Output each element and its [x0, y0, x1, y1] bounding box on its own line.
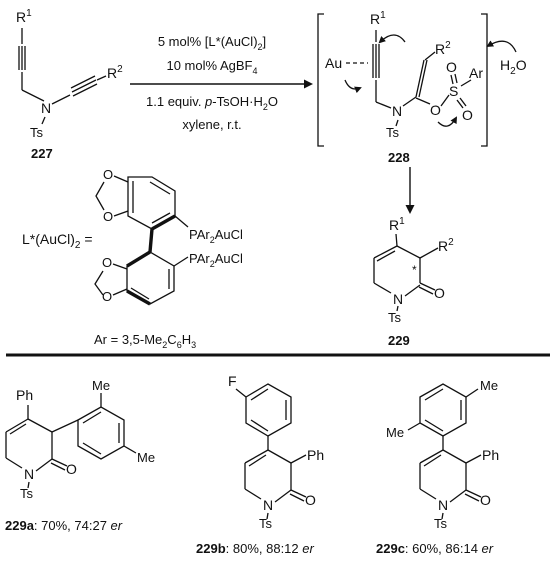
- ex-c-aryl-ring: [419, 383, 467, 437]
- example-229c: Me Me N Ph O Ts 229c: 60%, 86:14 er: [376, 378, 499, 556]
- int-sulfur: S: [449, 83, 458, 99]
- water-molecule: H2O: [500, 57, 527, 77]
- int-ts: Ts: [386, 125, 400, 140]
- prod-r2-label: R2: [438, 237, 454, 254]
- curved-arrow-sulfonyl: [437, 116, 457, 127]
- compound-label-229: 229: [388, 333, 410, 348]
- ligand-o4: O: [102, 289, 112, 304]
- ex-b-nitrogen: N: [263, 497, 273, 513]
- ex-c-result: 229c: 60%, 86:14 er: [376, 541, 494, 556]
- reaction-conditions: 5 mol% [L*(AuCl)2] 10 mol% AgBF4 1.1 equ…: [130, 34, 313, 132]
- gold-atom: Au: [325, 55, 342, 71]
- ligand-p-bottom: PAr2AuCl: [189, 251, 243, 269]
- example-229a: Ph N O Ts Me Me 229a: 70%, 74:27 er: [5, 378, 155, 533]
- int-ester-oxygen: O: [430, 102, 441, 118]
- int-r1-label: R1: [370, 10, 386, 27]
- stereocenter-star: *: [412, 263, 417, 277]
- prod-r1-label: R1: [389, 216, 405, 233]
- curved-arrow-gold: [344, 79, 362, 94]
- condition-catalyst: 5 mol% [L*(AuCl)2]: [158, 34, 266, 52]
- product-229: R1 N * R2 O Ts 229: [373, 216, 454, 348]
- ex-b-ts: Ts: [259, 516, 273, 531]
- intermediate-228: Au R1 N R2 O S O O Ar Ts H2O 228: [317, 10, 527, 165]
- compound-label-228: 228: [388, 150, 410, 165]
- ex-c-ts: Ts: [434, 516, 448, 531]
- ex-a-result: 229a: 70%, 74:27 er: [5, 518, 123, 533]
- ligand-o2: O: [103, 209, 113, 224]
- ex-a-oxygen: O: [66, 461, 77, 477]
- ex-b-aryl-ring: [245, 383, 292, 437]
- prod-carbonyl-oxygen: O: [434, 285, 445, 301]
- ex-b-phenyl: Ph: [307, 447, 324, 463]
- curved-arrow-alkyne: [378, 34, 406, 44]
- ligand-o3: O: [102, 255, 112, 270]
- curved-arrow-water: [486, 40, 517, 53]
- ex-b-result: 229b: 80%, 88:12 er: [196, 541, 314, 556]
- example-229b: F N Ph O Ts 229b: 80%, 88:12 er: [196, 373, 324, 556]
- ex-c-methyl-left: Me: [386, 425, 404, 440]
- condition-silver: 10 mol% AgBF4: [166, 58, 257, 76]
- prod-nitrogen: N: [393, 291, 403, 307]
- sm-r1-label: R1: [16, 8, 32, 25]
- prod-ts: Ts: [388, 310, 402, 325]
- ex-b-fluorine: F: [228, 373, 237, 389]
- ex-b-oxygen: O: [305, 492, 316, 508]
- ligand-o1: O: [103, 167, 113, 182]
- int-nitrogen: N: [392, 103, 402, 119]
- starting-material-227: R1 N R2 Ts 227: [16, 8, 123, 161]
- ex-a-nitrogen: N: [24, 466, 34, 482]
- ex-c-nitrogen: N: [438, 497, 448, 513]
- int-sulfonyl-oxygen-top: O: [446, 59, 457, 75]
- int-sulfonyl-oxygen-bottom: O: [462, 107, 473, 123]
- int-r2-label: R2: [435, 40, 451, 57]
- ex-a-phenyl: Ph: [16, 387, 33, 403]
- ex-a-methyl-bottom: Me: [137, 450, 155, 465]
- ex-c-oxygen: O: [480, 492, 491, 508]
- sm-nitrogen: N: [41, 100, 51, 116]
- ar-definition: Ar = 3,5-Me2C6H3: [94, 332, 196, 350]
- condition-solvent: xylene, r.t.: [182, 117, 241, 132]
- ex-a-aryl-ring: [77, 406, 125, 460]
- ligand-lhs: L*(AuCl)2 =: [22, 231, 93, 251]
- condition-acid: 1.1 equiv. p-TsOH·H2O: [146, 94, 278, 112]
- ex-c-phenyl: Ph: [482, 447, 499, 463]
- compound-label-227: 227: [31, 146, 53, 161]
- sm-ts: Ts: [30, 125, 44, 140]
- sm-r2-label: R2: [107, 64, 123, 81]
- int-aryl: Ar: [469, 65, 483, 81]
- ligand-p-top: PAr2AuCl: [189, 227, 243, 245]
- ex-c-methyl-top: Me: [480, 378, 498, 393]
- ex-a-methyl-top: Me: [92, 378, 110, 393]
- ligand-structure: L*(AuCl)2 = O O PAr2AuCl O O PAr2AuCl Ar…: [22, 167, 243, 350]
- ex-a-ts: Ts: [20, 486, 34, 501]
